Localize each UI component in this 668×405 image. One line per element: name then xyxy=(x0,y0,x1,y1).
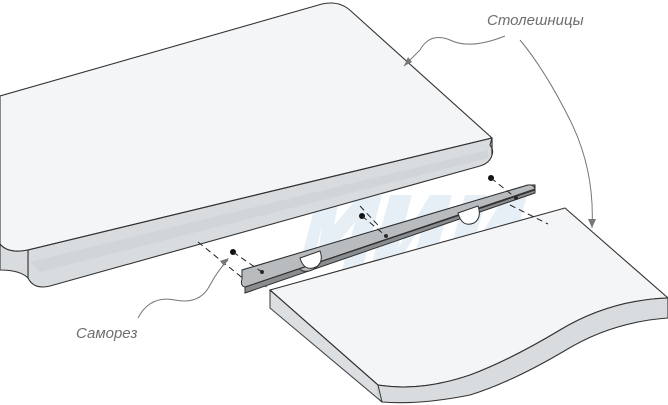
countertops-label: Столешницы xyxy=(487,12,584,29)
screw-label: Саморез xyxy=(76,325,137,342)
right-countertop xyxy=(269,207,668,404)
connector-plate xyxy=(240,184,536,294)
left-countertop xyxy=(0,2,494,288)
screw-leader-line xyxy=(137,258,229,319)
screws xyxy=(230,175,517,273)
countertops-leader-lines xyxy=(403,35,596,229)
